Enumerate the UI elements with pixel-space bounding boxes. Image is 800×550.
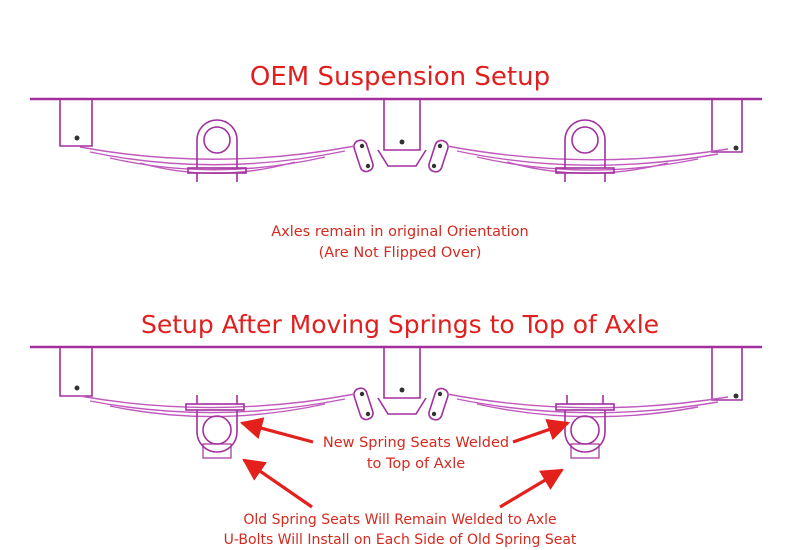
right-shackle-link (428, 139, 449, 173)
equalizer (377, 149, 427, 167)
note-axle-orientation: Axles remain in original Orientation (Ar… (0, 222, 800, 264)
front-hanger (59, 347, 93, 397)
arrow-old-seat-left (242, 458, 313, 509)
arrow-new-seat-left (239, 417, 314, 444)
note-line-1: Axles remain in original Orientation (271, 224, 529, 240)
note-line-2: (Are Not Flipped Over) (318, 245, 482, 261)
callout-old-spring-seats: Old Spring Seats Will Remain Welded to A… (0, 510, 800, 550)
arrow-old-seat-right (499, 468, 564, 509)
title-oem-setup: OEM Suspension Setup (249, 62, 551, 92)
center-hanger-bolt (399, 139, 405, 145)
right-axle-ubolt (555, 119, 615, 182)
right-axle-spring-seat (555, 395, 615, 459)
equalizer (377, 397, 427, 415)
callout-arrows (239, 417, 571, 509)
left-leaf-spring (79, 393, 356, 418)
callout-old-line-1: Old Spring Seats Will Remain Welded to A… (243, 512, 557, 528)
rear-hanger (711, 99, 743, 153)
left-axle-ubolt (187, 119, 247, 182)
callout-old-line-2: U-Bolts Will Install on Each Side of Old… (223, 532, 577, 548)
oem-suspension-assembly (30, 97, 762, 182)
left-axle-spring-seat (185, 395, 245, 459)
callout-new-spring-seats: New Spring Seats Welded to Top of Axle (306, 433, 526, 475)
front-hanger (59, 99, 93, 147)
callout-new-line-2: to Top of Axle (366, 456, 466, 472)
front-hanger-bolt (74, 135, 80, 141)
right-leaf-spring (446, 393, 729, 418)
center-hanger (383, 347, 421, 399)
right-leaf-spring (446, 145, 729, 174)
rear-hanger-bolt (733, 145, 739, 151)
rear-hanger (711, 347, 743, 401)
left-leaf-spring (79, 145, 356, 174)
left-shackle-link (353, 139, 374, 173)
arrow-new-seat-right (512, 418, 571, 444)
center-hanger (383, 99, 421, 151)
callout-new-line-1: New Spring Seats Welded (322, 435, 510, 451)
title-modified-setup: Setup After Moving Springs to Top of Axl… (140, 310, 660, 339)
